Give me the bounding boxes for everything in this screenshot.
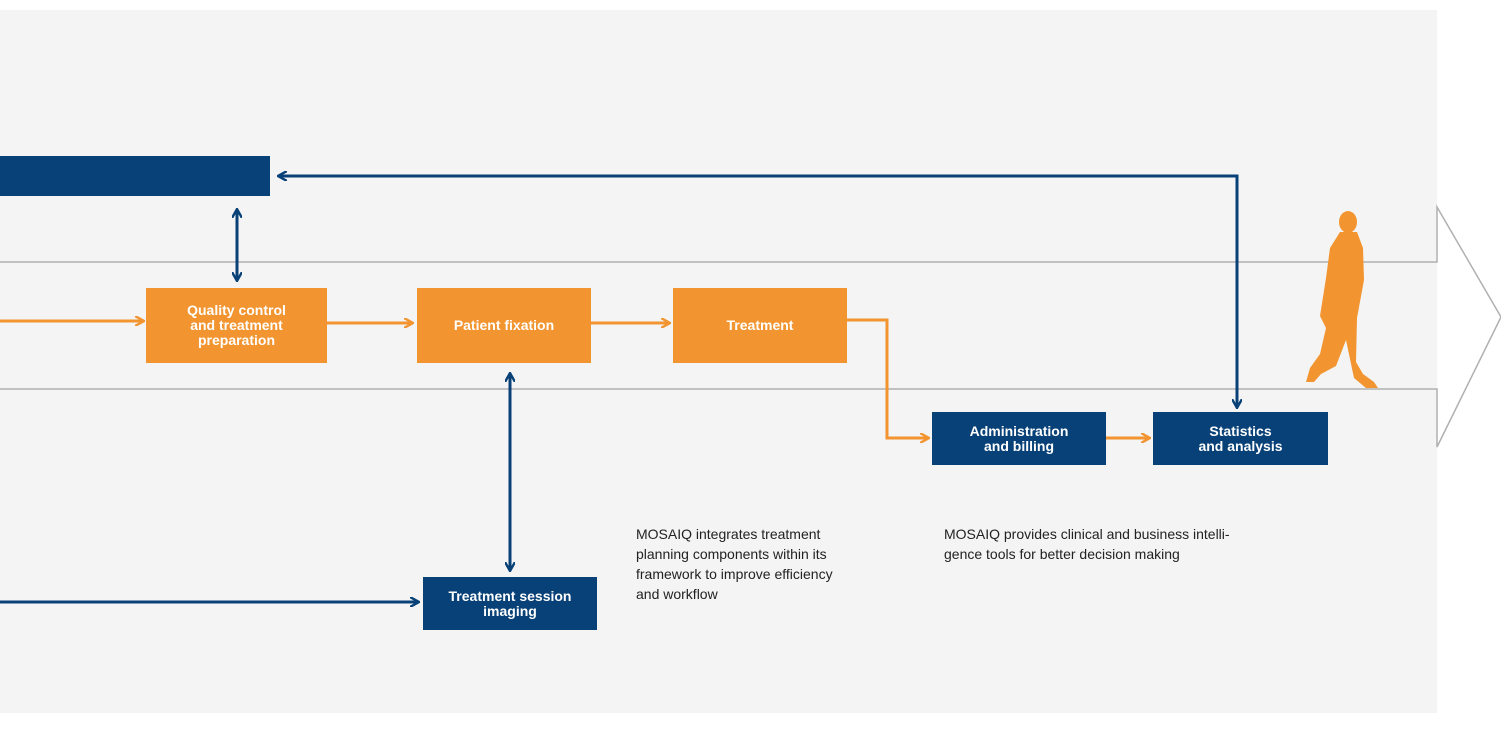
top-navigation-bar: [0, 156, 270, 196]
diagram-canvas: Quality control and treatment preparatio…: [0, 10, 1501, 713]
treatment-session-imaging-box[interactable]: Treatment session imaging: [423, 577, 597, 630]
patient-fixation-box[interactable]: Patient fixation: [417, 288, 591, 363]
quality-control-box[interactable]: Quality control and treatment preparatio…: [146, 288, 327, 363]
administration-billing-box[interactable]: Administration and billing: [932, 412, 1106, 465]
treatment-box[interactable]: Treatment: [673, 288, 847, 363]
statistics-analysis-box[interactable]: Statistics and analysis: [1153, 412, 1328, 465]
workflow-diagram-lines: [0, 10, 1501, 733]
link-statistics-to-topbar: [279, 176, 1237, 407]
flow-arrow-treatment-to-administration: [847, 318, 928, 438]
planning-note: MOSAIQ integrates treatment planning com…: [636, 526, 833, 602]
walking-person-icon: [1306, 211, 1378, 388]
intelligence-note: MOSAIQ provides clinical and business in…: [944, 526, 1230, 562]
corridor-arrow: [0, 204, 1501, 448]
